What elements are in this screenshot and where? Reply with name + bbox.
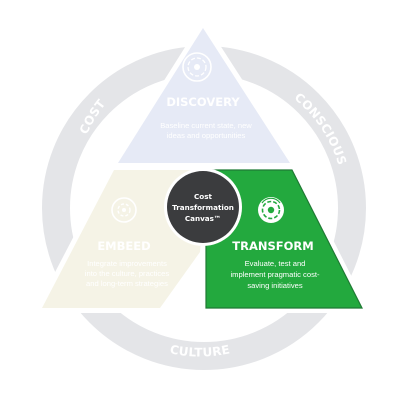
- center-line3: Canvas™: [185, 214, 221, 223]
- transform-title: TRANSFORM: [232, 239, 313, 253]
- center-line1: Cost: [194, 192, 212, 201]
- embeed-desc-line3: and long-term strategies: [86, 279, 168, 288]
- transform-desc-line1: Evaluate, test and: [245, 259, 306, 268]
- center-line2: Transformation: [172, 203, 234, 212]
- transform-panel: TRANSFORM Evaluate, test and implement p…: [205, 169, 363, 309]
- transform-desc-line2: implement pragmatic cost-: [230, 270, 320, 279]
- discovery-title: DISCOVERY: [166, 95, 240, 109]
- transform-desc-line3: saving initiatives: [247, 281, 302, 290]
- embeed-desc-line2: into the culture, practices: [85, 269, 170, 278]
- target-cycle-icon: [182, 52, 212, 82]
- recycle-gear-icon: [111, 197, 137, 223]
- discovery-desc-line2: ideas and opportunities: [167, 131, 246, 140]
- embeed-desc-line1: Integrate improvements: [87, 259, 167, 268]
- ring-label-culture: CULTURE: [169, 342, 231, 359]
- discovery-desc-line1: Baseline current state, new: [160, 121, 252, 130]
- embeed-title: EMBEED: [97, 239, 150, 253]
- gear-cycle-icon: [258, 197, 284, 223]
- discovery-panel: DISCOVERY Baseline current state, new id…: [118, 28, 290, 163]
- center-badge: Cost Transformation Canvas™: [164, 168, 242, 246]
